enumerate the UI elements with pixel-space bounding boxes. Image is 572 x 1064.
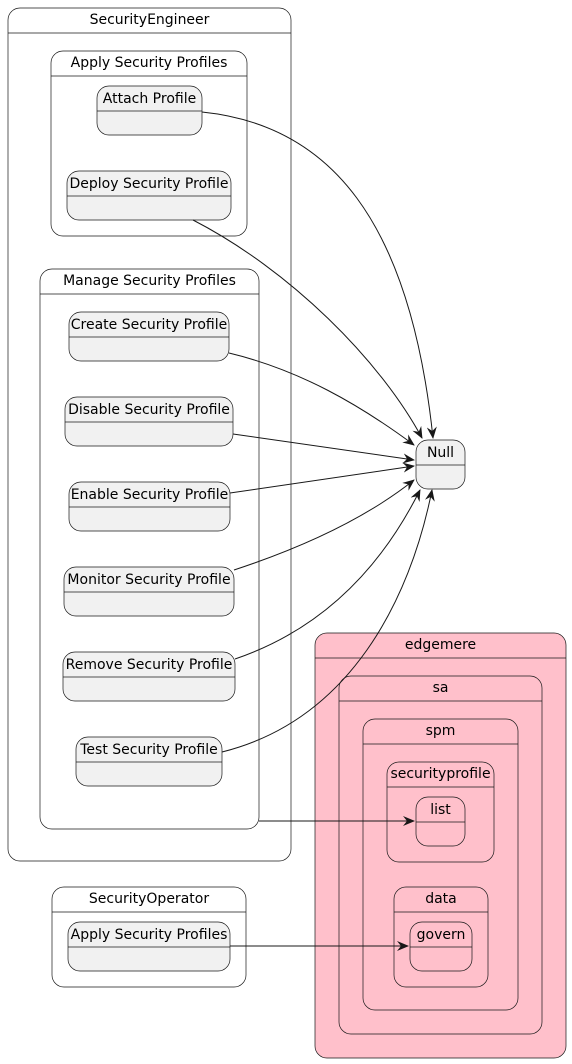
state-govern-label: govern bbox=[417, 927, 466, 943]
state-enable-security-profile-label: Enable Security Profile bbox=[71, 487, 229, 503]
state-list[interactable]: list bbox=[415, 796, 466, 847]
spm-title: spm bbox=[426, 723, 456, 739]
state-list-label: list bbox=[430, 802, 451, 818]
state-deploy-security-profile-label: Deploy Security Profile bbox=[70, 176, 229, 192]
state-enable-security-profile[interactable]: Enable Security Profile bbox=[68, 481, 231, 532]
edgemere-title: edgemere bbox=[405, 637, 476, 653]
security-engineer-title: SecurityEngineer bbox=[90, 12, 210, 28]
state-monitor-security-profile-label: Monitor Security Profile bbox=[67, 572, 230, 588]
arrow-remove-to-null bbox=[234, 489, 421, 660]
state-remove-security-profile-label: Remove Security Profile bbox=[66, 657, 233, 673]
state-test-security-profile-label: Test Security Profile bbox=[79, 742, 218, 758]
data-title: data bbox=[425, 891, 457, 907]
arrow-enable-to-null bbox=[229, 462, 415, 494]
arrow-create-to-null bbox=[228, 352, 415, 446]
state-test-security-profile[interactable]: Test Security Profile bbox=[75, 736, 223, 787]
state-null[interactable]: Null bbox=[415, 439, 466, 490]
arrow-attach-to-null bbox=[201, 111, 437, 439]
sa-title: sa bbox=[433, 680, 449, 696]
transitions bbox=[192, 111, 437, 951]
state-operator-apply-security-profiles-label: Apply Security Profiles bbox=[71, 927, 228, 943]
security-operator-title: SecurityOperator bbox=[89, 891, 209, 907]
state-govern[interactable]: govern bbox=[409, 921, 473, 972]
state-remove-security-profile[interactable]: Remove Security Profile bbox=[62, 651, 236, 702]
state-monitor-security-profile[interactable]: Monitor Security Profile bbox=[63, 566, 235, 617]
apply-security-profiles-title: Apply Security Profiles bbox=[71, 55, 228, 71]
state-create-security-profile[interactable]: Create Security Profile bbox=[68, 311, 230, 362]
securityprofile-title: securityprofile bbox=[390, 766, 490, 782]
arrow-deploy-to-null bbox=[192, 219, 423, 439]
state-null-label: Null bbox=[427, 445, 454, 461]
state-disable-security-profile-label: Disable Security Profile bbox=[68, 402, 230, 418]
state-disable-security-profile[interactable]: Disable Security Profile bbox=[64, 396, 234, 447]
arrow-disable-to-null bbox=[232, 433, 415, 464]
arrow-monitor-to-null bbox=[233, 479, 415, 571]
state-operator-apply-security-profiles[interactable]: Apply Security Profiles bbox=[67, 921, 231, 972]
state-attach-profile[interactable]: Attach Profile bbox=[96, 85, 203, 136]
state-attach-profile-label: Attach Profile bbox=[103, 91, 196, 107]
state-deploy-security-profile[interactable]: Deploy Security Profile bbox=[66, 170, 232, 221]
manage-security-profiles-title: Manage Security Profiles bbox=[63, 273, 236, 289]
arrow-test-to-null bbox=[221, 489, 435, 753]
state-create-security-profile-label: Create Security Profile bbox=[71, 317, 227, 333]
